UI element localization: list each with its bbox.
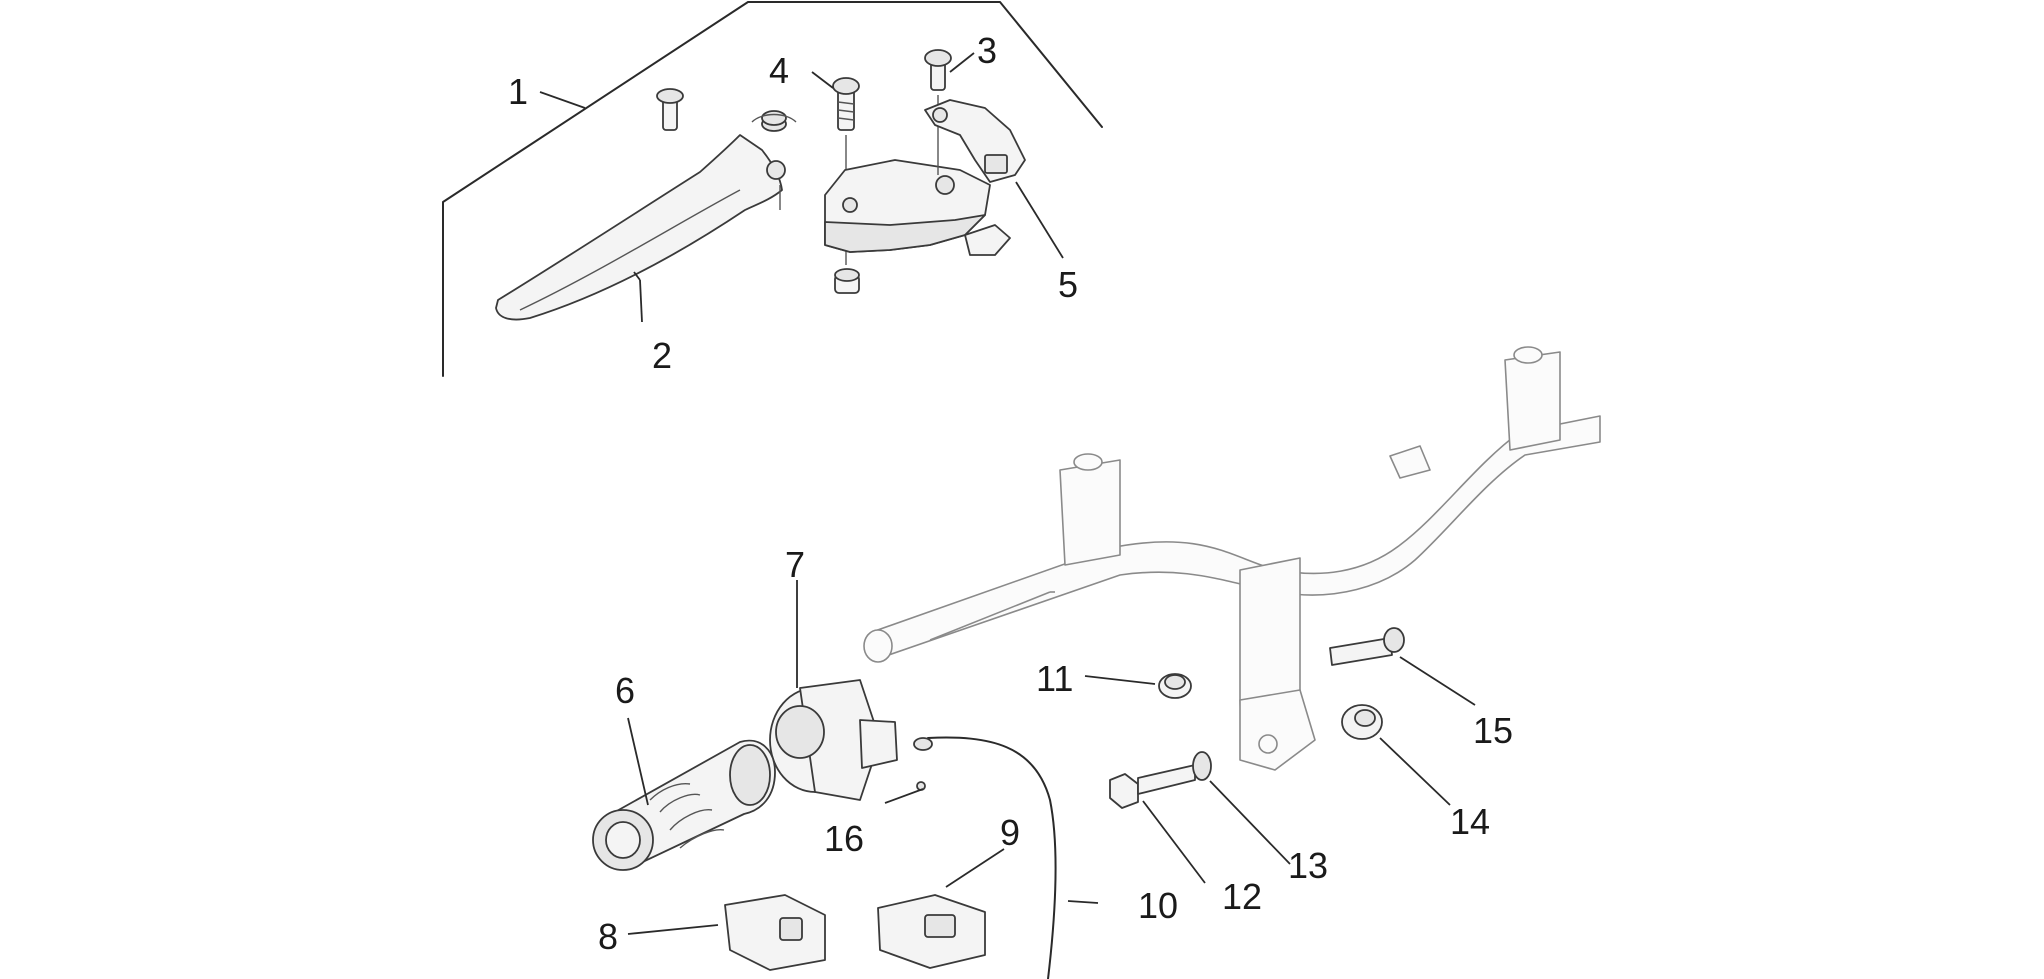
callout-9: 9 bbox=[1000, 812, 1020, 853]
callout-13: 13 bbox=[1288, 845, 1328, 886]
callout-2: 2 bbox=[652, 335, 672, 376]
callout-11: 11 bbox=[1036, 658, 1073, 699]
bushing-part-14 bbox=[1341, 704, 1383, 740]
screw-part-3 bbox=[924, 49, 952, 175]
lever-pivot-pin bbox=[656, 88, 684, 131]
callout-labels: 1 2 3 4 5 6 7 8 9 10 11 12 13 14 15 16 bbox=[508, 30, 1513, 957]
callout-12: 12 bbox=[1222, 876, 1262, 917]
callout-1: 1 bbox=[508, 71, 528, 112]
throttle-housing bbox=[769, 679, 898, 801]
callout-16: 16 bbox=[824, 818, 864, 859]
callout-3: 3 bbox=[977, 30, 997, 71]
bolt-part-4 bbox=[832, 77, 860, 265]
handle-grip bbox=[592, 739, 776, 871]
callout-8: 8 bbox=[598, 916, 618, 957]
switch-part-8 bbox=[724, 894, 826, 971]
callout-14: 14 bbox=[1450, 801, 1490, 842]
switch-part-9 bbox=[877, 894, 986, 969]
throttle-cable bbox=[913, 736, 1057, 979]
callout-5: 5 bbox=[1058, 264, 1078, 305]
nut-part-11 bbox=[1158, 673, 1192, 699]
brake-lever-assembly-bracket bbox=[442, 1, 1103, 377]
leader-lines bbox=[539, 52, 1476, 935]
clamp-part-5 bbox=[924, 99, 1026, 183]
brake-lever bbox=[495, 134, 786, 321]
lever-spring bbox=[751, 110, 797, 210]
callout-6: 6 bbox=[615, 670, 635, 711]
bolt-part-12 bbox=[1109, 764, 1196, 809]
handlebar-frame bbox=[863, 346, 1601, 771]
callout-10: 10 bbox=[1138, 885, 1178, 926]
callout-4: 4 bbox=[769, 50, 789, 91]
washer-part-13 bbox=[1192, 751, 1212, 781]
holder-nut bbox=[834, 268, 860, 294]
callout-7: 7 bbox=[785, 544, 805, 585]
callout-15: 15 bbox=[1473, 710, 1513, 751]
bolt-part-15 bbox=[1329, 627, 1405, 666]
lever-holder bbox=[824, 159, 1011, 256]
